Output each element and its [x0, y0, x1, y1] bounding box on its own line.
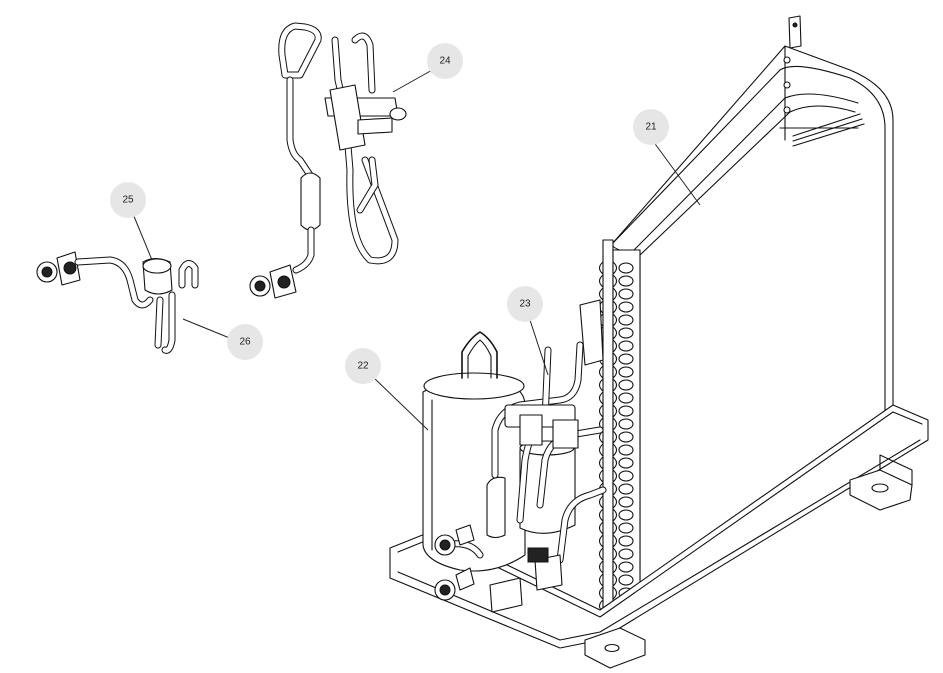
coil-hairpin: [598, 586, 618, 600]
coil-return-bend: [618, 470, 634, 482]
callout-22: 22: [345, 348, 381, 384]
coil-hairpin: [598, 469, 618, 483]
coil-return-bend: [618, 340, 634, 352]
expansion-valve-assembly: [36, 251, 199, 354]
coil-hairpin: [598, 391, 618, 405]
leader-23: [527, 313, 549, 376]
coil-hairpin: [598, 573, 618, 587]
coil-hairpin: [598, 495, 618, 509]
leader-26: [182, 318, 233, 340]
coil-return-bend: [618, 574, 634, 586]
callout-26: 26: [227, 324, 263, 360]
coil-return-bend: [618, 353, 634, 365]
coil-hairpin: [598, 508, 618, 522]
coil-return-bend: [618, 444, 634, 456]
coil-hairpin: [598, 287, 618, 301]
coil-hairpin: [598, 456, 618, 470]
coil-return-bend: [618, 418, 634, 430]
coil-return-bend: [618, 535, 634, 547]
coil-return-bend: [618, 275, 634, 287]
callout-21: 21: [633, 109, 669, 145]
callout-21-label: 21: [645, 122, 657, 133]
coil-return-bend: [618, 548, 634, 560]
callout-26-label: 26: [239, 337, 251, 348]
leader-25: [130, 208, 153, 261]
coil-hairpin: [598, 404, 618, 418]
coil-return-bend: [618, 431, 634, 443]
callout-23: 23: [507, 286, 543, 322]
leader-22: [371, 375, 429, 431]
coil-return-bend: [618, 314, 634, 326]
coil-hairpin: [598, 534, 618, 548]
compressor: [422, 331, 576, 572]
pipe-assembly-upper: [249, 22, 407, 299]
coil-return-bend: [618, 522, 634, 534]
coil-return-bend: [618, 262, 634, 274]
coil-return-bend: [618, 379, 634, 391]
leader-lines: [130, 68, 701, 431]
leader-21: [649, 136, 701, 206]
coil-hairpin: [598, 560, 618, 574]
service-valves-base: [434, 524, 563, 613]
coil-return-bend: [618, 288, 634, 300]
condenser-coil-assembly: [389, 15, 929, 669]
callout-24-label: 24: [439, 56, 451, 67]
coil-return-bend: [618, 327, 634, 339]
coil-return-bend: [618, 392, 634, 404]
coil-return-bend: [618, 496, 634, 508]
coil-return-bend: [618, 561, 634, 573]
callout-23-label: 23: [519, 299, 531, 310]
coil-hairpin: [598, 274, 618, 288]
callout-25-label: 25: [122, 195, 134, 206]
coil-return-bend: [618, 405, 634, 417]
coil-hairpin: [598, 521, 618, 535]
coil-hairpin: [598, 261, 618, 275]
coil-return-bend: [618, 366, 634, 378]
reversing-valve-piping: [491, 299, 607, 564]
leader-24: [392, 68, 435, 93]
callout-25: 25: [110, 182, 146, 218]
coil-return-bend: [618, 483, 634, 495]
callout-22-label: 22: [357, 361, 369, 372]
coil-hairpin: [598, 547, 618, 561]
coil-hairpin: [598, 378, 618, 392]
coil-return-bend: [618, 457, 634, 469]
coil-return-bend: [618, 301, 634, 313]
coil-hairpin: [598, 443, 618, 457]
coil-return-bend: [618, 509, 634, 521]
callout-24: 24: [427, 43, 463, 79]
coil-hairpin: [598, 365, 618, 379]
